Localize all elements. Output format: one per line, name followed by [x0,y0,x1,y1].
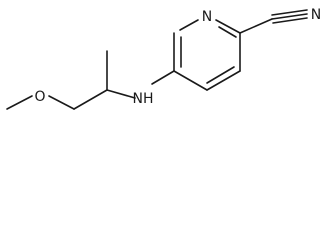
molecule-structure: N N NH O [6,7,321,110]
bond-c3-c4-inner [206,66,235,84]
nitrile-nitrogen-label: N [311,7,321,23]
bond-c2-cn [239,18,273,34]
methoxy-oxygen-label: O [34,89,45,105]
bond-c3-c4 [206,70,241,91]
bond-o-methyl [6,95,33,110]
nitrile-triple-2 [271,9,308,16]
bond-ch2-o [48,95,75,110]
nitrile-triple-1 [271,13,308,20]
bond-n1-c2 [215,19,241,34]
structure-diagram: N N NH O [6,7,321,110]
bond-c4-c5 [173,70,208,91]
bond-c5-nh [151,70,175,85]
ring-nitrogen-label: N [202,9,212,25]
amine-nh-label: NH [133,91,154,107]
bond-ch-ch2 [73,89,108,110]
bond-c5-n1 [179,19,199,31]
nitrile-triple-3 [272,17,308,24]
bond-nh-ch [106,89,136,99]
bond-n1-c2-inner [218,26,237,38]
